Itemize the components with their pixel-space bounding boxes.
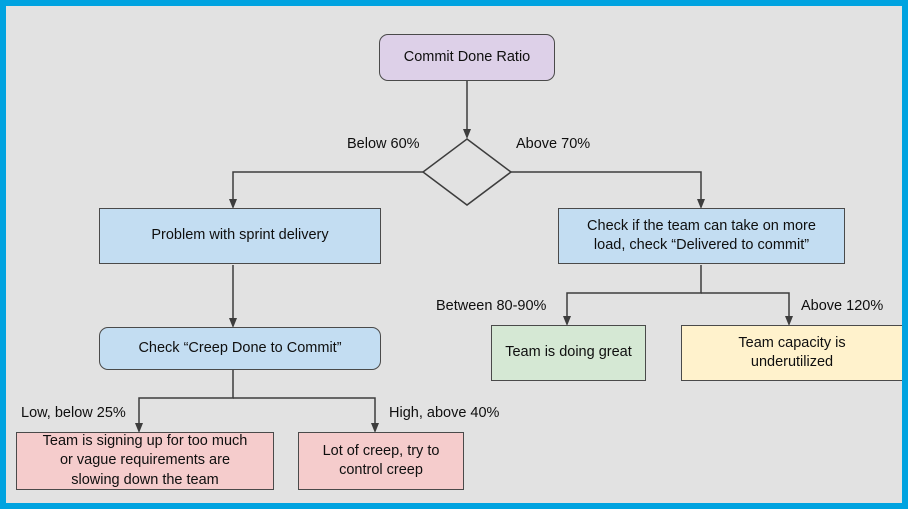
edge-label-high-above-40: High, above 40% <box>389 405 500 421</box>
edge-decision-left <box>232 171 423 201</box>
node-problem-with-sprint-delivery[interactable]: Problem with sprint delivery <box>99 208 381 264</box>
node-check-creep-done-to-commit[interactable]: Check “Creep Done to Commit” <box>99 327 381 370</box>
node-team-capacity-is-underutilized[interactable]: Team capacity is underutilized <box>681 325 902 381</box>
edge-creepcheck-right <box>233 397 376 425</box>
decision-diamond-shape <box>421 138 513 206</box>
edge-moreload-left <box>566 265 702 318</box>
node-team-is-doing-great[interactable]: Team is doing great <box>491 325 646 381</box>
edge-label-below-60: Below 60% <box>347 136 420 152</box>
node-lot-of-creep-control-creep[interactable]: Lot of creep, try to control creep <box>298 432 464 490</box>
edge-creepcheck-left <box>138 370 234 425</box>
edge-label-above-70: Above 70% <box>516 136 591 152</box>
arrowhead-root-to-decision <box>463 129 471 139</box>
node-check-if-team-can-take-more-load[interactable]: Check if the team can take on more load,… <box>558 208 845 264</box>
edge-label-low-below-25: Low, below 25% <box>21 405 126 421</box>
node-commit-done-ratio[interactable]: Commit Done Ratio <box>379 34 555 81</box>
edge-decision-right <box>511 171 702 201</box>
node-team-signing-up-for-too-much[interactable]: Team is signing up for too much or vague… <box>16 432 274 490</box>
edge-label-between-80-90: Between 80-90% <box>436 298 547 314</box>
edge-moreload-right <box>701 292 790 318</box>
edge-label-above-120: Above 120% <box>801 298 884 314</box>
